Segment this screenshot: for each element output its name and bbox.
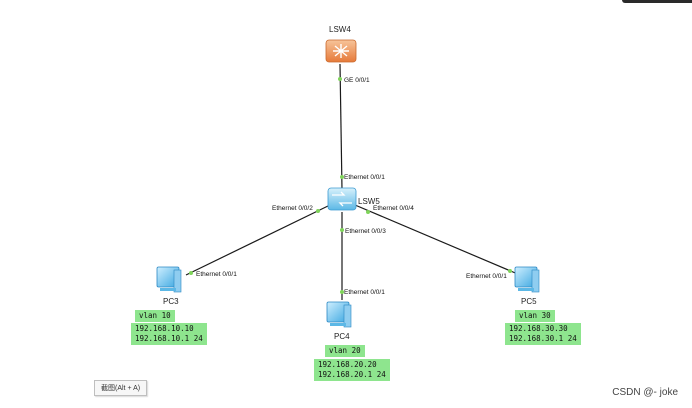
port-label: GE 0/0/1 [344,77,370,84]
port-dot [316,209,320,213]
layer2-switch-icon [327,187,357,211]
port-label: Ethernet 0/0/4 [373,205,414,212]
port-dot [340,175,344,179]
watermark: CSDN @- joke [612,387,678,398]
pc-icon [514,266,540,293]
link-lsw5-pc3[interactable] [185,204,331,276]
link-lsw4-lsw5[interactable] [339,63,343,191]
port-dots [189,77,512,294]
port-label: Ethernet 0/0/2 [272,205,313,212]
device-label-lsw4: LSW4 [329,25,351,34]
device-label-pc3: PC3 [163,297,179,306]
vlan-note-pc3: vlan 10 [135,310,175,322]
port-dot [340,290,344,294]
device-label-pc5: PC5 [521,297,537,306]
port-label: Ethernet 0/0/1 [344,289,385,296]
port-label: Ethernet 0/0/1 [196,271,237,278]
vlan-note-pc5: vlan 30 [515,310,555,322]
port-dot [366,210,370,214]
pc-icon [326,301,352,328]
window-edge [622,0,692,3]
device-pc3[interactable]: PC3 [156,266,182,306]
device-label-pc4: PC4 [334,332,350,341]
layer3-switch-icon [325,39,357,63]
device-label-lsw5: LSW5 [358,197,380,206]
ip-note-pc5: 192.168.30.30 192.168.30.1 24 [505,323,581,345]
device-lsw5[interactable]: LSW5 [327,187,380,211]
port-dot [338,77,342,81]
pc-icon [156,266,182,293]
port-dot [508,269,512,273]
port-label: Ethernet 0/0/1 [466,273,507,280]
link-lsw5-pc5[interactable] [354,204,521,276]
port-labels: GE 0/0/1 Ethernet 0/0/1 Ethernet 0/0/2 E… [196,77,507,296]
screenshot-shortcut-hint[interactable]: 截图(Alt + A) [94,380,148,396]
device-pc5[interactable]: PC5 [514,266,540,306]
vlan-note-pc4: vlan 20 [325,345,365,357]
port-label: Ethernet 0/0/3 [345,228,386,235]
links [185,63,521,300]
ip-note-pc4: 192.168.20.20 192.168.20.1 24 [314,359,390,381]
port-dot [340,228,344,232]
port-label: Ethernet 0/0/1 [344,174,385,181]
device-pc4[interactable]: PC4 [326,301,352,341]
port-dot [189,271,193,275]
ip-note-pc3: 192.168.10.10 192.168.10.1 24 [131,323,207,345]
device-lsw4[interactable]: LSW4 [325,25,357,63]
